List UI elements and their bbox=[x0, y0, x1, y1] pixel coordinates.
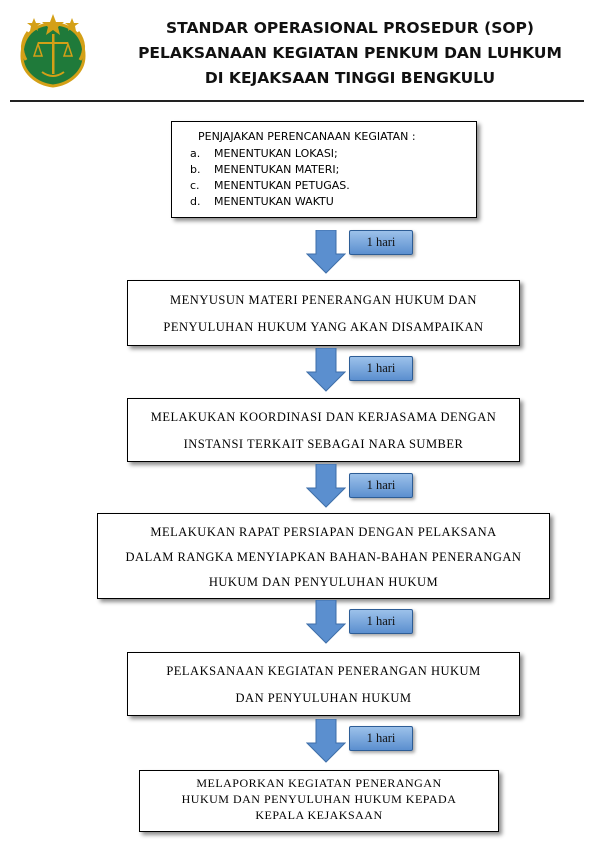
list-item: c.MENENTUKAN PETUGAS. bbox=[190, 179, 350, 192]
step-text: MELAKUKAN KOORDINASI DAN KERJASAMA DENGA… bbox=[150, 410, 497, 424]
arrow-down-icon bbox=[306, 600, 346, 644]
page-title: STANDAR OPERASIONAL PROSEDUR (SOP) PELAK… bbox=[100, 16, 600, 91]
step-text: KEPALA KEJAKSAAN bbox=[255, 808, 383, 822]
list-item: a.MENENTUKAN LOKASI; bbox=[190, 147, 338, 160]
step-preparation-meeting-box: MELAKUKAN RAPAT PERSIAPAN DENGAN PELAKSA… bbox=[97, 513, 550, 599]
step-text: DALAM RANGKA MENYIAPKAN BAHAN-BAHAN PENE… bbox=[125, 550, 522, 564]
title-line: DI KEJAKSAAN TINGGI BENGKULU bbox=[204, 69, 496, 87]
step-text: MELAPORKAN KEGIATAN PENERANGAN bbox=[196, 776, 442, 790]
step-text: MELAKUKAN RAPAT PERSIAPAN DENGAN PELAKSA… bbox=[150, 525, 497, 539]
duration-badge: 1 hari bbox=[349, 473, 413, 498]
arrow-down-icon bbox=[306, 719, 346, 763]
step-text: DAN PENYULUHAN HUKUM bbox=[235, 691, 412, 705]
step-report-box: MELAPORKAN KEGIATAN PENERANGAN HUKUM DAN… bbox=[139, 770, 499, 832]
step-prepare-material-box: MENYUSUN MATERI PENERANGAN HUKUM DAN PEN… bbox=[127, 280, 520, 346]
step-text: PENYULUHAN HUKUM YANG AKAN DISAMPAIKAN bbox=[163, 320, 484, 334]
arrow-down-icon bbox=[306, 230, 346, 274]
arrow-down-icon bbox=[306, 464, 346, 508]
duration-badge: 1 hari bbox=[349, 356, 413, 381]
duration-badge: 1 hari bbox=[349, 609, 413, 634]
task-list: a.MENENTUKAN LOKASI; b.MENENTUKAN MATERI… bbox=[190, 146, 476, 210]
step-text: PELAKSANAAN KEGIATAN PENERANGAN HUKUM bbox=[166, 664, 481, 678]
duration-badge: 1 hari bbox=[349, 726, 413, 751]
duration-badge: 1 hari bbox=[349, 230, 413, 255]
step-text: INSTANSI TERKAIT SEBAGAI NARA SUMBER bbox=[183, 437, 464, 451]
list-item: d.MENENTUKAN WAKTU bbox=[190, 195, 334, 208]
list-item: b.MENENTUKAN MATERI; bbox=[190, 163, 340, 176]
step-heading: PENJAJAKAN PERENCANAAN KEGIATAN : bbox=[198, 130, 416, 143]
step-implementation-box: PELAKSANAAN KEGIATAN PENERANGAN HUKUM DA… bbox=[127, 652, 520, 716]
header-divider bbox=[10, 100, 584, 102]
title-line: PELAKSANAAN KEGIATAN PENKUM DAN LUHKUM bbox=[138, 44, 562, 62]
step-text: HUKUM DAN PENYULUHAN HUKUM bbox=[208, 575, 439, 589]
step-text: HUKUM DAN PENYULUHAN HUKUM KEPADA bbox=[181, 792, 457, 806]
step-coordination-box: MELAKUKAN KOORDINASI DAN KERJASAMA DENGA… bbox=[127, 398, 520, 462]
kejaksaan-emblem-icon bbox=[20, 14, 86, 88]
title-line: STANDAR OPERASIONAL PROSEDUR (SOP) bbox=[166, 19, 534, 37]
step-planning-box: PENJAJAKAN PERENCANAAN KEGIATAN : a.MENE… bbox=[171, 121, 477, 218]
step-text: MENYUSUN MATERI PENERANGAN HUKUM DAN bbox=[170, 293, 477, 307]
arrow-down-icon bbox=[306, 348, 346, 392]
